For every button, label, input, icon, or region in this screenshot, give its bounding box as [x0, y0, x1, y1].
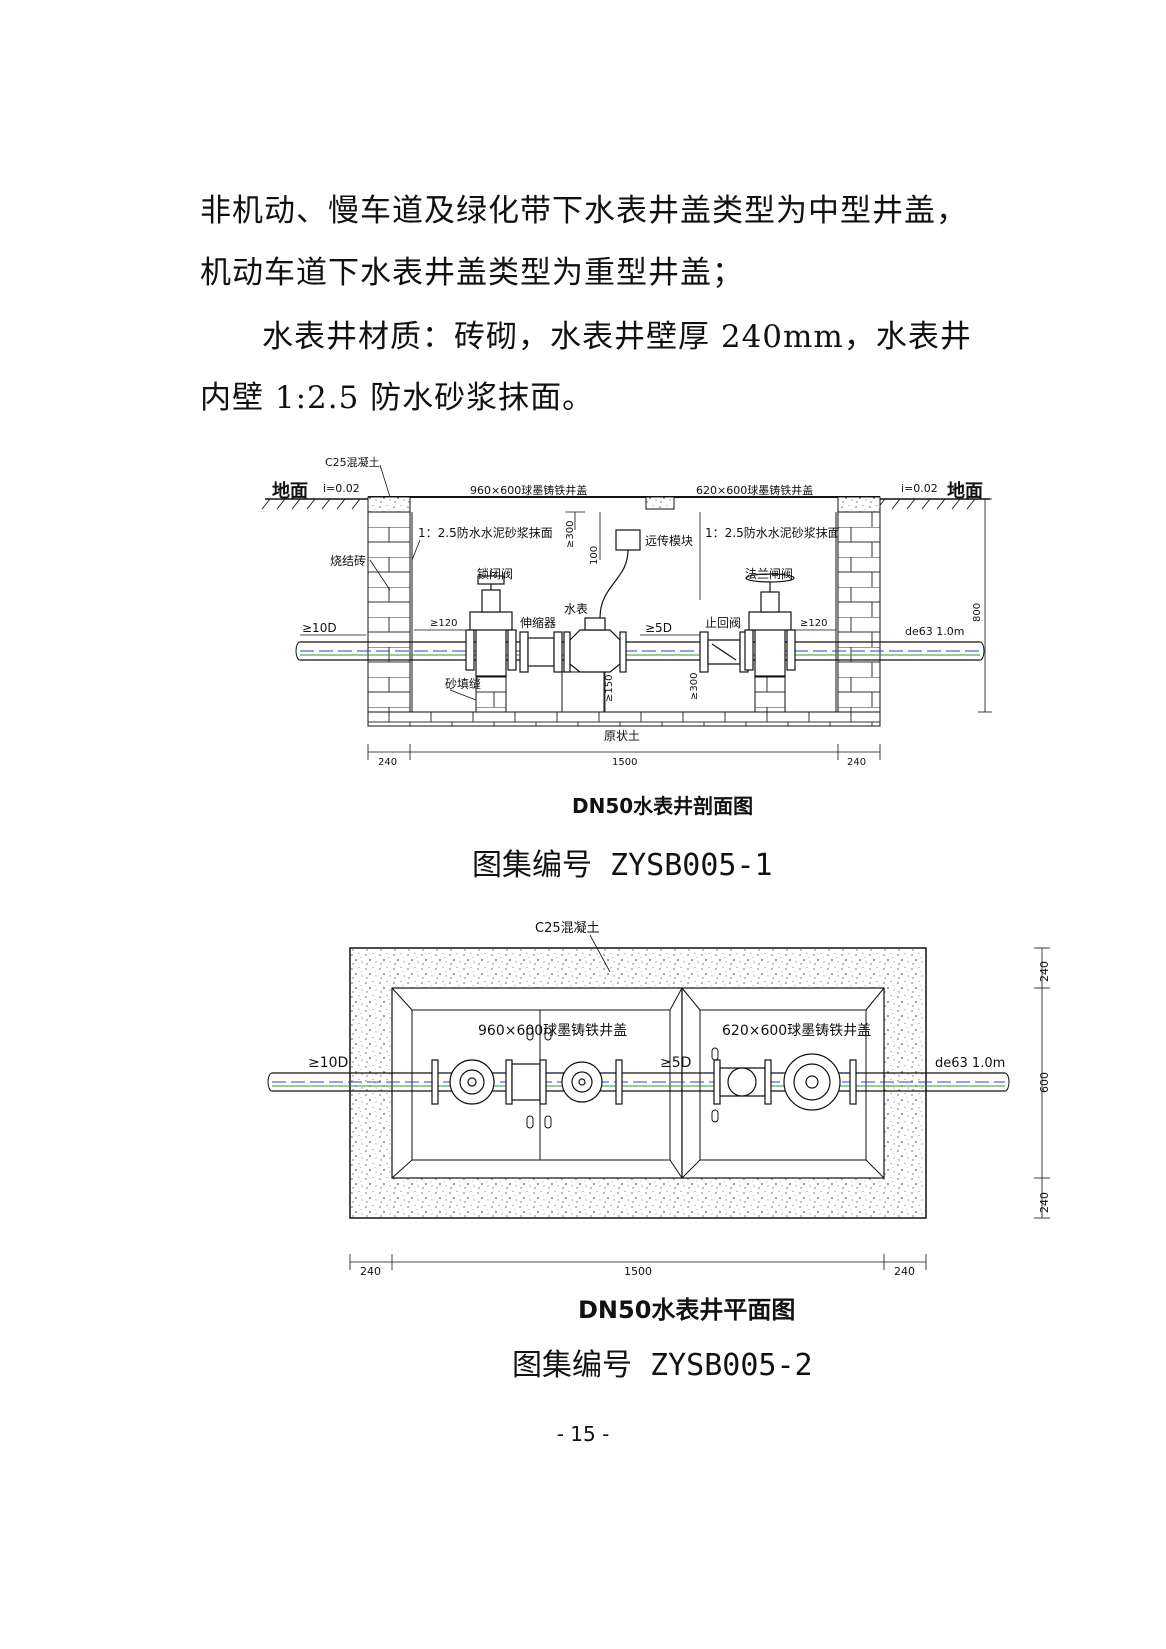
- plan-label-cover-right: 620×600球墨铸铁井盖: [722, 1023, 871, 1039]
- plan-label-dim-240-right: 240: [894, 1265, 915, 1278]
- label-check-valve: 止回阀: [705, 616, 741, 630]
- label-ground-right: 地面: [947, 480, 983, 502]
- flange-gate-valve-icon: [744, 573, 796, 677]
- paragraph-line-2: 机动车道下水表井盖类型为重型井盖；: [200, 255, 744, 291]
- label-dim-1500: 1500: [612, 757, 637, 768]
- pipe-section: [295, 641, 985, 661]
- check-valve-icon: [699, 631, 749, 673]
- label-ge150: ≥150: [604, 675, 615, 702]
- expander-icon: [519, 631, 563, 673]
- paragraph-line-1: 非机动、慢车道及绿化带下水表井盖类型为中型井盖，: [200, 193, 968, 229]
- label-ge300-right: ≥300: [689, 673, 700, 700]
- label-dim-800: 800: [972, 603, 983, 622]
- plan-label-dist-5d: ≥5D: [660, 1055, 691, 1071]
- label-mortar-left: 1：2.5防水水泥砂浆抹面: [418, 525, 553, 540]
- label-lock-valve: 锁闭阀: [477, 566, 513, 581]
- label-ge300-left: ≥300: [565, 521, 576, 548]
- label-cover-left: 960×600球墨铸铁井盖: [470, 483, 587, 497]
- plan-drawing: C25混凝土 960×600球墨铸铁井盖 620×600球墨铸铁井盖 ≥10D …: [267, 920, 1051, 1278]
- plan-label-cover-left: 960×600球墨铸铁井盖: [478, 1023, 627, 1039]
- label-mortar-right: 1：2.5防水水泥砂浆抹面: [705, 525, 840, 540]
- label-sand-seam: 砂填缝: [445, 676, 481, 691]
- water-meter-icon: [563, 617, 627, 673]
- plan-label-dim-240-top: 240: [1038, 961, 1051, 982]
- label-ground-left: 地面: [272, 480, 308, 502]
- plan-label-dist-10d: ≥10D: [308, 1055, 348, 1071]
- plan-label-dim-1500: 1500: [624, 1265, 652, 1278]
- page-number: - 15 -: [556, 1422, 610, 1446]
- plan-caption: DN50水表井平面图: [578, 1296, 796, 1324]
- label-dist-10d: ≥10D: [302, 621, 337, 635]
- paragraph-line-4: 内壁 1:2.5 防水砂浆抹面。: [200, 380, 595, 416]
- label-native-soil: 原状土: [604, 729, 640, 743]
- paragraph-line-3: 水表井材质：砖砌，水表井壁厚 240mm，水表井: [262, 319, 972, 355]
- pipe-plan: [267, 1072, 1010, 1092]
- label-concrete: C25混凝土: [325, 455, 380, 469]
- plan-label-concrete: C25混凝土: [535, 920, 600, 936]
- label-flange-gate-valve: 法兰闸阀: [745, 567, 793, 581]
- plan-label-dim-240-bottom: 240: [1038, 1192, 1051, 1213]
- plan-label-pipe-spec: de63 1.0m: [935, 1056, 1005, 1071]
- label-meter: 水表: [564, 602, 588, 616]
- label-dist-5d: ≥5D: [645, 621, 672, 635]
- label-pipe-spec: de63 1.0m: [905, 625, 964, 638]
- label-brick: 烧结砖: [330, 553, 366, 568]
- section-drawing: C25混凝土 地面 i=0.02 i=0.02 地面 960×600球墨铸铁井盖…: [261, 455, 992, 768]
- plan-label-dim-600: 600: [1038, 1072, 1051, 1093]
- plan-atlas-number: 图集编号 ZYSB005-2: [512, 1348, 813, 1383]
- label-remote-module: 远传模块: [645, 533, 693, 548]
- label-ge120-left: ≥120: [430, 618, 457, 629]
- label-slope-right: i=0.02: [901, 482, 938, 495]
- label-expander: 伸缩器: [520, 615, 556, 630]
- label-dim-100: 100: [589, 546, 600, 565]
- plan-label-dim-240-left: 240: [360, 1265, 381, 1278]
- lock-valve-icon: [465, 570, 517, 677]
- label-cover-right: 620×600球墨铸铁井盖: [696, 483, 813, 497]
- label-dim-240-left: 240: [378, 757, 397, 768]
- remote-module-icon: [599, 529, 641, 619]
- label-ge120-right: ≥120: [800, 618, 827, 629]
- section-caption: DN50水表井剖面图: [572, 794, 754, 818]
- label-slope-left: i=0.02: [323, 482, 360, 495]
- label-dim-240-right: 240: [847, 757, 866, 768]
- section-atlas-number: 图集编号 ZYSB005-1: [472, 848, 773, 883]
